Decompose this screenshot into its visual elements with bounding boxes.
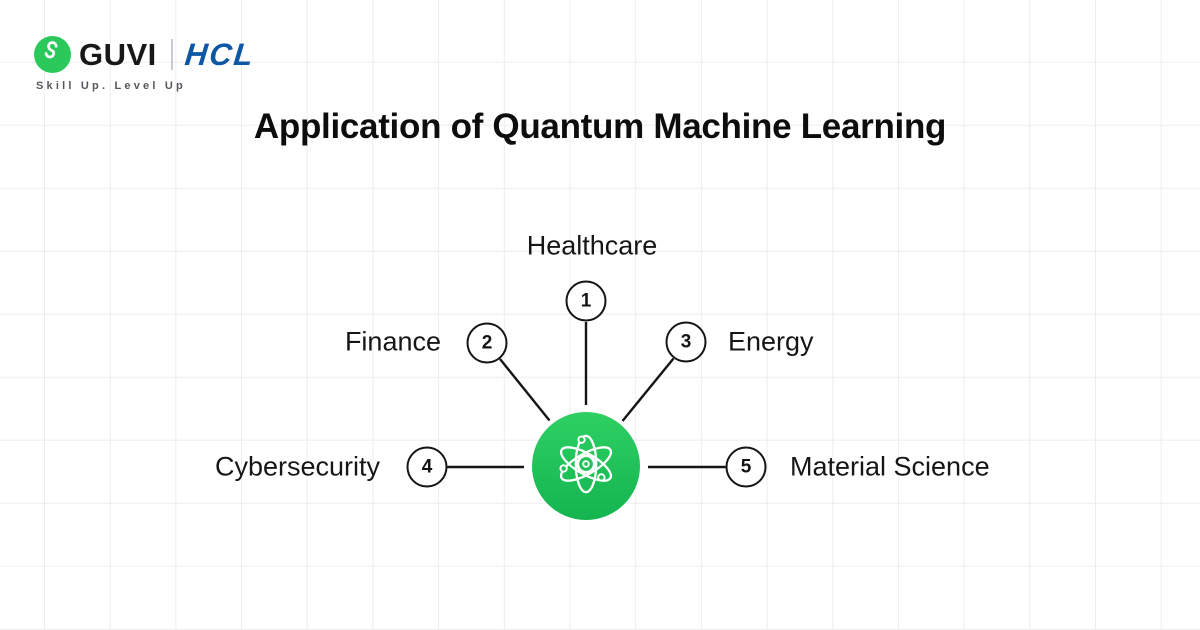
node-label-finance: Finance	[344, 326, 441, 357]
guvi-g-monogram-icon	[40, 39, 66, 70]
brand-row: GUVI HCL	[34, 36, 256, 73]
guvi-wordmark: GUVI	[79, 36, 157, 72]
brand-divider	[170, 39, 173, 70]
node-number-1: 1	[565, 280, 607, 322]
node-number-4-text: 4	[421, 456, 433, 477]
brand-header: GUVI HCL Skill Up. Level Up	[34, 36, 256, 92]
node-label-cybersecurity: Cybersecurity	[214, 451, 380, 482]
node-number-5-text: 5	[740, 456, 752, 477]
connector-line-3	[621, 357, 675, 422]
node-label-material-science: Material Science	[790, 451, 990, 482]
page-title: Application of Quantum Machine Learning	[253, 107, 947, 146]
node-number-3: 3	[665, 321, 707, 363]
node-number-4: 4	[406, 446, 448, 488]
node-number-2: 2	[466, 322, 508, 364]
connector-line-2	[499, 358, 551, 422]
guvi-logo	[34, 36, 71, 73]
central-hub	[532, 412, 640, 520]
node-number-5: 5	[725, 446, 767, 488]
node-label-energy: Energy	[728, 326, 814, 357]
brand-tagline: Skill Up. Level Up	[36, 80, 186, 92]
node-number-1-text: 1	[580, 290, 592, 311]
node-label-healthcare: Healthcare	[526, 230, 658, 261]
node-number-3-text: 3	[680, 331, 692, 352]
atom-icon	[554, 432, 618, 501]
node-number-2-text: 2	[481, 332, 493, 353]
